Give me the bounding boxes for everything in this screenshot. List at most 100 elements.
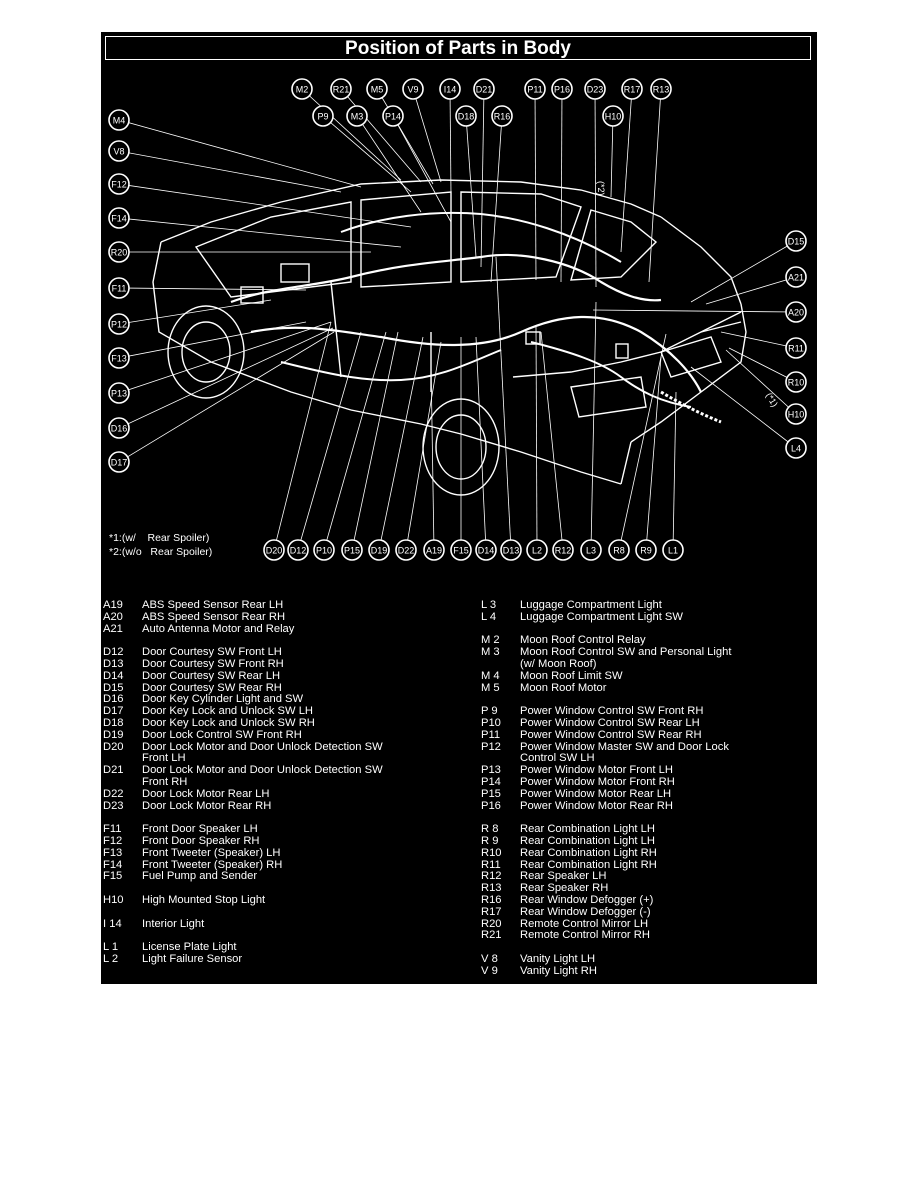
legend-name: Door Courtesy SW Rear RH bbox=[142, 681, 282, 694]
svg-text:L1: L1 bbox=[668, 546, 678, 556]
leader-line bbox=[449, 88, 452, 195]
callout-p15: P15 bbox=[341, 539, 363, 561]
svg-text:M2: M2 bbox=[296, 85, 309, 95]
legend-code: M 2 bbox=[481, 634, 500, 647]
callout-m4: M4 bbox=[108, 109, 130, 131]
callout-r16: R16 bbox=[491, 105, 513, 127]
legend-code: D16 bbox=[103, 693, 124, 706]
svg-text:P14: P14 bbox=[385, 112, 401, 122]
legend-code: M 3 bbox=[481, 646, 500, 659]
callout-l2: L2 bbox=[526, 539, 548, 561]
callout-d19: D19 bbox=[368, 539, 390, 561]
legend-name: Power Window Control SW Front RH bbox=[520, 705, 704, 718]
star2-mark: (*2) bbox=[596, 181, 606, 196]
svg-text:R16: R16 bbox=[494, 112, 511, 122]
callout-l3: L3 bbox=[580, 539, 602, 561]
svg-text:F12: F12 bbox=[111, 180, 127, 190]
callout-p13: P13 bbox=[108, 382, 130, 404]
svg-text:H10: H10 bbox=[788, 410, 805, 420]
legend-subline: Front LH bbox=[142, 752, 186, 765]
svg-text:M4: M4 bbox=[113, 116, 126, 126]
svg-text:D12: D12 bbox=[290, 546, 307, 556]
legend-name: Fuel Pump and Sender bbox=[142, 870, 258, 883]
callout-d22: D22 bbox=[395, 539, 417, 561]
legend-gap bbox=[103, 907, 463, 919]
callout-d16: D16 bbox=[108, 417, 130, 439]
callout-d17: D17 bbox=[108, 451, 130, 473]
leader-line bbox=[618, 333, 667, 551]
callout-f13: F13 bbox=[108, 347, 130, 369]
legend-name: Moon Roof Limit SW bbox=[520, 669, 623, 682]
leader-line bbox=[412, 88, 442, 183]
svg-text:L2: L2 bbox=[532, 546, 542, 556]
callout-l1: L1 bbox=[662, 539, 684, 561]
callout-d15: D15 bbox=[785, 230, 807, 252]
page-title: Position of Parts in Body bbox=[345, 38, 571, 59]
legend-subline: Front RH bbox=[142, 775, 188, 788]
legend-subline: (w/ Moon Roof) bbox=[520, 657, 597, 670]
legend-code: A19 bbox=[103, 599, 123, 611]
leader-line bbox=[648, 88, 662, 283]
legend-code: L 4 bbox=[481, 610, 497, 623]
legend-code: D15 bbox=[103, 681, 124, 694]
leader-line bbox=[534, 88, 537, 281]
legend-code: D12 bbox=[103, 646, 124, 659]
leader-line bbox=[590, 301, 597, 551]
legend-name: Rear Speaker RH bbox=[520, 882, 609, 895]
legend-code: L 3 bbox=[481, 599, 497, 611]
legend-name: Rear Combination Light LH bbox=[520, 834, 655, 847]
legend-code: D14 bbox=[103, 669, 124, 682]
leader-line bbox=[340, 88, 422, 183]
legend-name: ABS Speed Sensor Rear RH bbox=[142, 610, 286, 623]
svg-text:D23: D23 bbox=[587, 85, 604, 95]
legend-name: Moon Roof Control SW and Personal Light bbox=[520, 646, 732, 659]
svg-text:F11: F11 bbox=[112, 284, 127, 294]
legend-code: P16 bbox=[481, 799, 501, 812]
svg-text:P12: P12 bbox=[111, 320, 127, 330]
legend-subline: Control SW LH bbox=[520, 752, 595, 765]
legend-entry: P16 Power Window Motor Rear RH bbox=[481, 799, 815, 813]
svg-text:R12: R12 bbox=[555, 546, 572, 556]
svg-text:D21: D21 bbox=[476, 85, 493, 95]
legend-code: D13 bbox=[103, 657, 124, 670]
leader-line bbox=[118, 327, 334, 429]
leader-line bbox=[392, 115, 452, 223]
legend-code: D21 bbox=[103, 764, 124, 777]
legend-code: D20 bbox=[103, 740, 124, 753]
callout-p12: P12 bbox=[108, 313, 130, 335]
svg-text:D17: D17 bbox=[111, 458, 128, 468]
legend-name: Power Window Master SW and Door Lock bbox=[520, 740, 729, 753]
leader-line bbox=[490, 115, 503, 283]
legend-name: Vanity Light RH bbox=[520, 964, 597, 977]
callout-d20: D20 bbox=[263, 539, 285, 561]
legend-name: Interior Light bbox=[142, 917, 205, 930]
legend-name: Rear Window Defogger (+) bbox=[520, 893, 654, 906]
legend-code: P12 bbox=[481, 740, 501, 753]
legend-name: Rear Window Defogger (-) bbox=[520, 905, 651, 918]
star1-mark: (*1) bbox=[764, 391, 780, 409]
svg-text:P9: P9 bbox=[317, 112, 328, 122]
legend-code: F14 bbox=[103, 858, 123, 871]
callout-r13: R13 bbox=[650, 78, 672, 100]
leader-line bbox=[560, 88, 563, 283]
legend-name: Power Window Motor Rear RH bbox=[520, 799, 673, 812]
callout-v8: V8 bbox=[108, 140, 130, 162]
